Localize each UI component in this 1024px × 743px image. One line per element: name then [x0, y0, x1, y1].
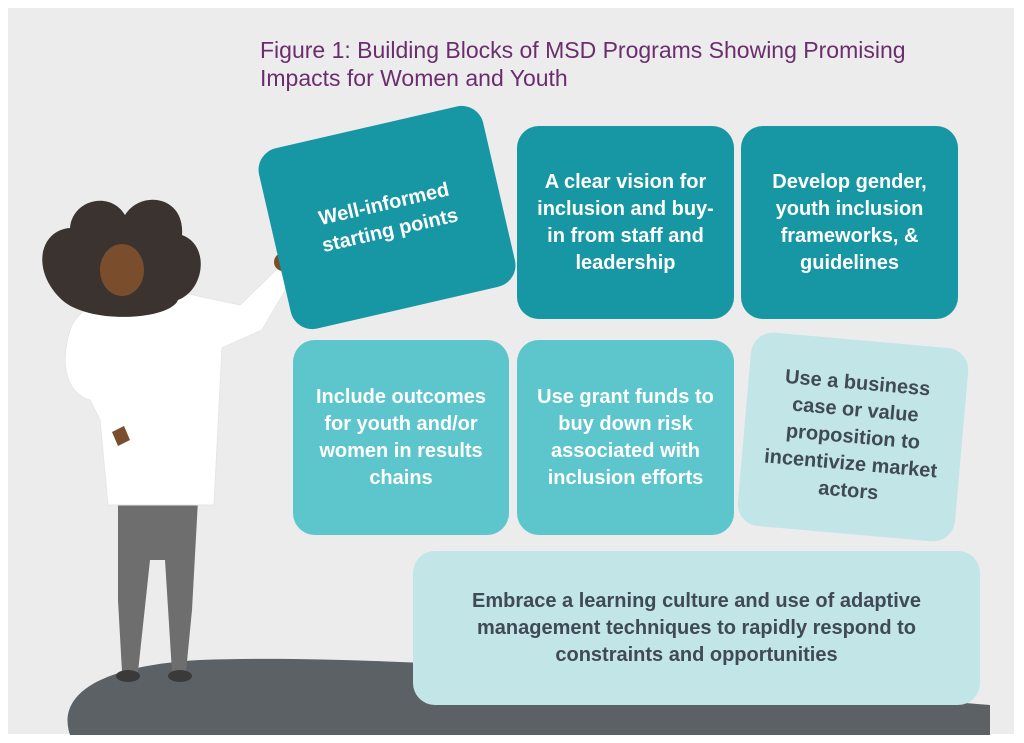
- block-label: Well-informed starting points: [316, 178, 461, 257]
- block-grant-funds: Use grant funds to buy down risk associa…: [517, 340, 734, 535]
- block-label: Use a business case or value proposition…: [763, 365, 939, 504]
- block-inclusion-frameworks: Develop gender, youth inclusion framewor…: [741, 126, 958, 319]
- block-learning-culture: Embrace a learning culture and use of ad…: [413, 551, 980, 705]
- block-label: Develop gender, youth inclusion framewor…: [772, 170, 927, 274]
- block-business-case: Use a business case or value proposition…: [735, 330, 971, 544]
- person-legs: [118, 500, 198, 672]
- block-label: Use grant funds to buy down risk associa…: [537, 385, 714, 489]
- figure-title: Figure 1: Building Blocks of MSD Program…: [260, 37, 906, 91]
- block-include-outcomes: Include outcomes for youth and/or women …: [293, 340, 509, 535]
- block-label: Include outcomes for youth and/or women …: [315, 385, 487, 489]
- block-label: A clear vision for inclusion and buy-in …: [537, 170, 714, 274]
- block-label: Embrace a learning culture and use of ad…: [471, 589, 922, 666]
- block-clear-vision: A clear vision for inclusion and buy-in …: [517, 126, 734, 319]
